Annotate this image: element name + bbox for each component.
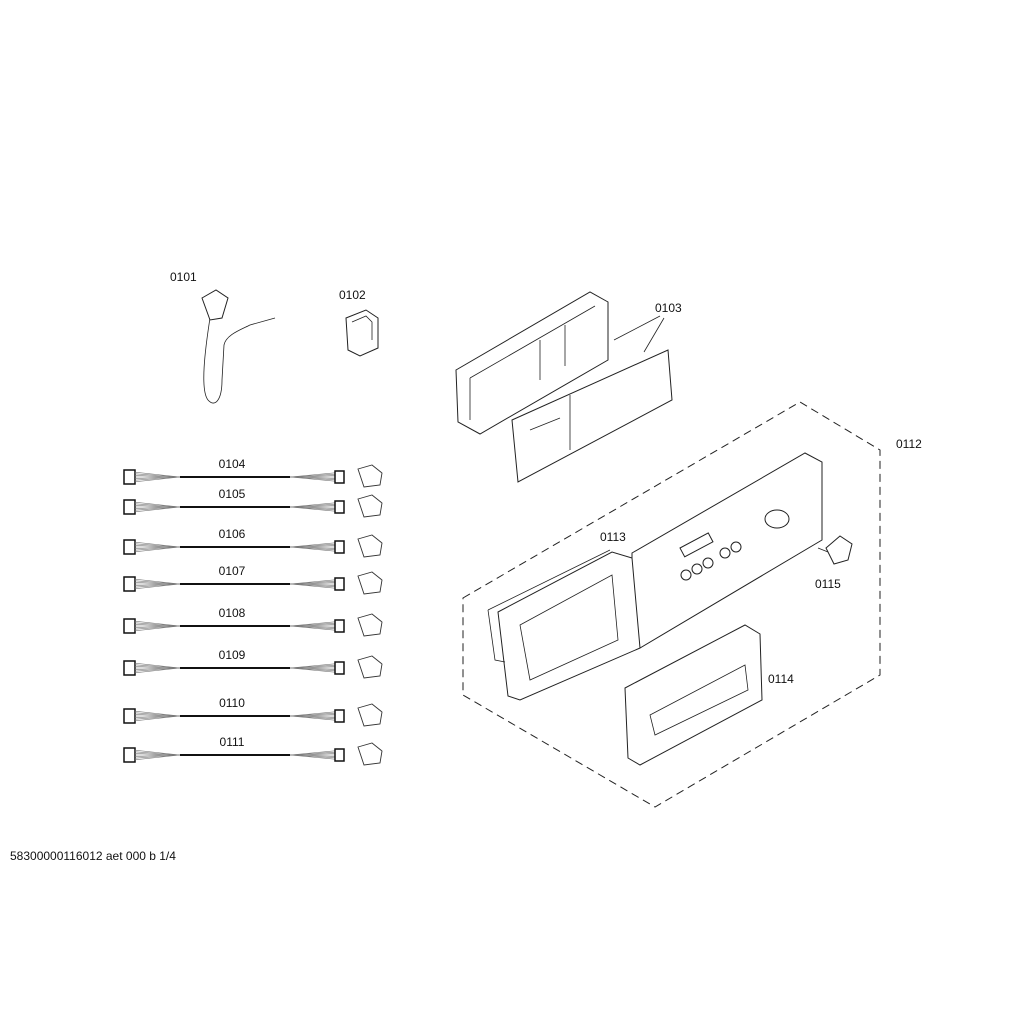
label-0104: 0104 [219,457,246,471]
component-0111 [357,742,383,766]
part-0106-cable[interactable]: 0106 [123,527,383,558]
part-0105-cable[interactable]: 0105 [123,487,383,518]
part-0115-knob[interactable] [817,535,853,565]
label-0107: 0107 [219,564,246,578]
part-0113-panel-frame[interactable] [487,452,823,701]
label-0101: 0101 [170,270,197,284]
part-0110-cable[interactable]: 0110 [123,696,383,727]
part-0103-control-module[interactable] [455,291,673,483]
label-0111: 0111 [220,735,245,749]
part-0104-cable[interactable]: 0104 [123,457,383,488]
part-0109-cable[interactable]: 0109 [123,648,383,679]
part-0102-filter[interactable] [345,309,379,357]
label-0112: 0112 [896,437,922,451]
component-0106 [357,534,383,558]
label-0105: 0105 [219,487,246,501]
label-0115: 0115 [815,577,841,591]
component-0110 [357,703,383,727]
label-0102: 0102 [339,288,366,302]
part-0108-cable[interactable]: 0108 [123,606,383,637]
label-0108: 0108 [219,606,246,620]
component-0104 [357,464,383,488]
component-0109 [357,655,383,679]
part-0107-cable[interactable]: 0107 [123,564,383,595]
label-0106: 0106 [219,527,246,541]
component-0105 [357,494,383,518]
label-0103: 0103 [655,301,682,315]
label-0109: 0109 [219,648,246,662]
label-0114: 0114 [768,672,794,686]
drawing-reference: 58300000116012 aet 000 b 1/4 [10,849,176,863]
component-0107 [357,571,383,595]
part-0114-handle[interactable] [624,624,763,766]
component-0108 [357,613,383,637]
label-0113: 0113 [600,530,626,544]
part-0101-power-cord[interactable] [201,289,276,404]
label-0110: 0110 [219,696,245,710]
assembly-0112-outline [462,401,881,808]
part-0111-cable[interactable]: 0111 [123,735,383,766]
